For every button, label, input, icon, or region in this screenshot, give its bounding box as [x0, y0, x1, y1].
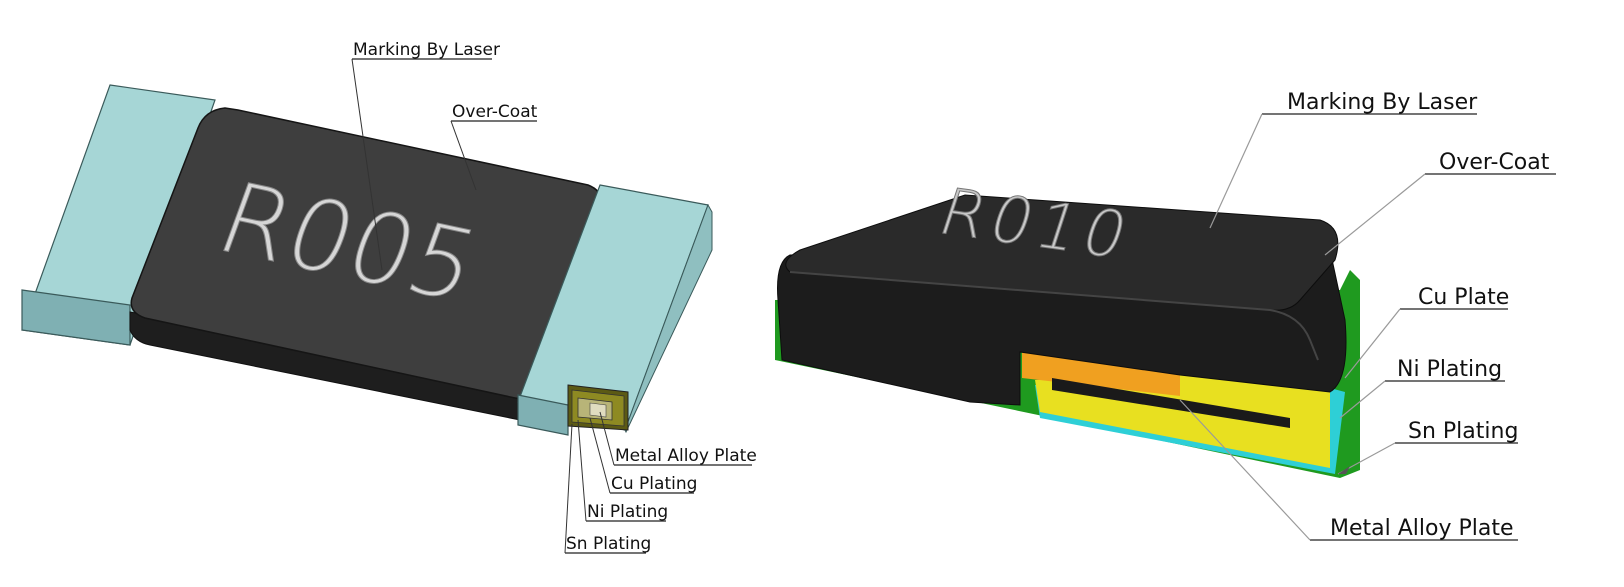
left-label-overcoat-text: Over-Coat	[452, 102, 538, 122]
right-label-ni: Ni Plating	[1339, 357, 1505, 419]
right-label-overcoat: Over-Coat	[1324, 150, 1556, 256]
left-plating-cutaway	[567, 384, 629, 431]
left-label-metal-alloy: Metal Alloy Plate	[599, 411, 757, 466]
left-label-marking: Marking By Laser	[351, 40, 500, 271]
right-label-ni-text: Ni Plating	[1397, 357, 1502, 382]
right-label-metal-alloy-text: Metal Alloy Plate	[1330, 516, 1514, 541]
left-label-cu: Cu Plating	[589, 417, 697, 494]
right-label-metal-alloy: Metal Alloy Plate	[1179, 399, 1518, 541]
right-label-overcoat-text: Over-Coat	[1439, 150, 1550, 175]
right-cu-layer	[1022, 352, 1180, 396]
right-label-sn-text: Sn Plating	[1408, 419, 1518, 444]
left-terminal-right	[517, 184, 713, 436]
left-label-ni: Ni Plating	[577, 419, 668, 522]
right-label-cu-text: Cu Plate	[1418, 285, 1509, 310]
left-label-ni-text: Ni Plating	[587, 502, 668, 522]
left-resistor: R005 Marking By Laser Over-Coat Metal Al…	[21, 40, 757, 554]
right-label-marking: Marking By Laser	[1209, 90, 1478, 229]
left-label-metal-alloy-text: Metal Alloy Plate	[615, 446, 757, 466]
right-label-marking-text: Marking By Laser	[1287, 90, 1478, 115]
left-terminal-left	[21, 84, 216, 346]
left-label-cu-text: Cu Plating	[611, 474, 697, 494]
left-label-marking-text: Marking By Laser	[353, 40, 500, 60]
left-label-sn: Sn Plating	[564, 423, 651, 554]
left-label-overcoat: Over-Coat	[450, 102, 538, 191]
right-label-sn: Sn Plating	[1337, 419, 1518, 475]
left-label-sn-text: Sn Plating	[566, 534, 651, 554]
right-body-top	[785, 194, 1339, 311]
right-label-cu: Cu Plate	[1344, 285, 1509, 379]
right-resistor: R010 Marking By Laser Over-Coat Cu Plate…	[775, 90, 1556, 541]
left-body	[129, 107, 603, 421]
